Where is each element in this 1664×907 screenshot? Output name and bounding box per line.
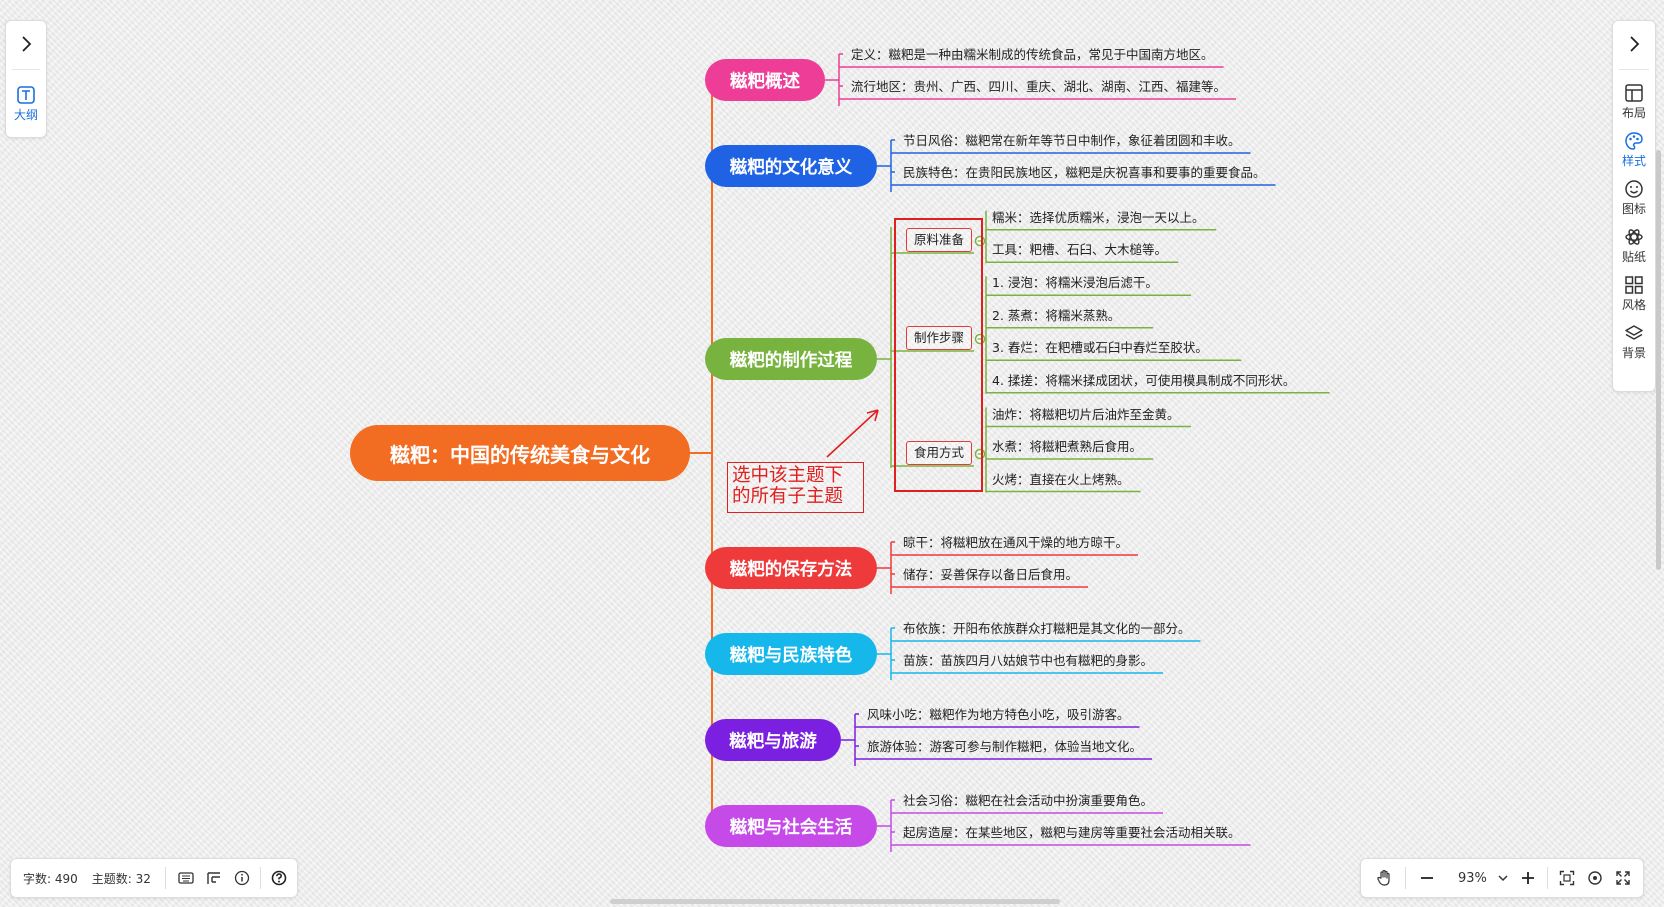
zoom-level[interactable]: 93%: [1458, 870, 1487, 886]
tool-style[interactable]: 样式: [1613, 131, 1655, 169]
leaf-topic[interactable]: 4. 揉搓：将糯米揉成团状，可使用模具制成不同形状。: [992, 372, 1296, 388]
status-separator: [259, 867, 261, 889]
leaf-topic[interactable]: 旅游体验：游客可参与制作糍粑，体验当地文化。: [867, 739, 1143, 754]
horizontal-scrollbar[interactable]: [610, 899, 1060, 904]
topic-node[interactable]: 糍粑的制作过程: [705, 338, 877, 380]
left-sidebar-toggle[interactable]: [6, 29, 46, 59]
locate-button[interactable]: [1584, 870, 1606, 886]
plus-icon: [1521, 872, 1534, 884]
smiley-icon: [1625, 180, 1643, 198]
vertical-scrollbar[interactable]: [1656, 150, 1661, 570]
left-sidebar: 大纲: [5, 20, 47, 138]
info-button[interactable]: [232, 870, 252, 886]
chevron-right-icon: [1630, 36, 1640, 52]
tool-icon[interactable]: 图标: [1613, 179, 1655, 217]
hand-icon: [1377, 869, 1390, 886]
status-bar: 字数: 490 主题数: 32: [10, 858, 298, 898]
leaf-topic[interactable]: 火烤：直接在火上烤熟。: [992, 471, 1130, 487]
status-separator: [164, 867, 166, 889]
keyboard-button[interactable]: [176, 871, 196, 885]
keyboard-icon: [178, 872, 194, 884]
outline-label: 大纲: [13, 108, 38, 122]
leaf-topic[interactable]: 工具：粑槽、石臼、大木槌等。: [992, 242, 1168, 258]
leaf-topic[interactable]: 苗族：苗族四月八姑娘节中也有糍粑的身影。: [903, 653, 1154, 668]
leaf-topic[interactable]: 起房造屋：在某些地区，糍粑与建房等重要社会活动相关联。: [903, 825, 1241, 840]
tool-layout[interactable]: 布局: [1613, 83, 1655, 121]
right-sidebar: 布局 样式 图标 贴纸 风格 背景: [1612, 20, 1656, 392]
zoom-dropdown[interactable]: [1497, 874, 1509, 882]
layers-icon: [1625, 325, 1643, 340]
text-box-icon: [17, 86, 35, 104]
palette-icon: [1625, 132, 1643, 150]
chevron-down-icon: [1498, 875, 1508, 882]
leaf-topic[interactable]: 节日风俗：糍粑常在新年等节日中制作，象征着团圆和丰收。: [903, 133, 1241, 148]
annotation-arrow-line: [826, 409, 879, 458]
topic-count: 主题数: 32: [91, 871, 151, 886]
leaf-topic[interactable]: 3. 舂烂：在粑槽或石臼中舂烂至胶状。: [992, 340, 1208, 356]
topic-node[interactable]: 糍粑的保存方法: [705, 547, 877, 589]
annotation-callout: 选中该主题下 的所有子主题: [727, 462, 864, 513]
word-count: 字数: 490: [23, 871, 78, 886]
subtopic-node[interactable]: 食用方式: [906, 441, 973, 465]
topic-node[interactable]: 糍粑与旅游: [705, 719, 841, 761]
leaf-topic[interactable]: 储存：妥善保存以备日后食用。: [903, 567, 1079, 582]
leaf-topic[interactable]: 糯米：选择优质糯米，浸泡一天以上。: [992, 209, 1205, 225]
info-icon: [234, 870, 250, 886]
zoom-in-button[interactable]: [1517, 871, 1539, 885]
structure-icon: [207, 872, 220, 884]
leaf-topic[interactable]: 民族特色：在贵阳民族地区，糍粑是庆祝喜事和要事的重要食品。: [903, 165, 1266, 180]
leaf-topic[interactable]: 风味小吃：糍粑作为地方特色小吃，吸引游客。: [867, 707, 1130, 722]
zoom-separator: [1546, 867, 1548, 889]
topic-node[interactable]: 糍粑概述: [705, 59, 825, 101]
fit-view-button[interactable]: [1556, 870, 1578, 886]
leaf-topic[interactable]: 1. 浸泡：将糯米浸泡后滤干。: [992, 275, 1158, 291]
tool-theme[interactable]: 风格: [1613, 275, 1655, 313]
leaf-topic[interactable]: 社会习俗：糍粑在社会活动中扮演重要角色。: [903, 793, 1154, 808]
target-icon: [1588, 871, 1602, 885]
leaf-topic[interactable]: 油炸：将糍粑切片后油炸至金黄。: [992, 406, 1180, 422]
leaf-topic[interactable]: 定义：糍粑是一种由糯米制成的传统食品，常见于中国南方地区。: [851, 47, 1214, 62]
selection-rectangle: [894, 218, 983, 492]
topic-node[interactable]: 糍粑与社会生活: [705, 805, 877, 847]
subtopic-node[interactable]: 原料准备: [906, 228, 973, 252]
right-sidebar-toggle[interactable]: [1613, 29, 1655, 59]
structure-button[interactable]: [204, 871, 224, 885]
leaf-topic[interactable]: 水煮：将糍粑煮熟后食用。: [992, 439, 1143, 454]
sticker-icon: [1625, 229, 1643, 245]
topic-node[interactable]: 糍粑的文化意义: [705, 145, 877, 187]
tool-background[interactable]: 背景: [1613, 323, 1655, 361]
fullscreen-button[interactable]: [1612, 870, 1634, 886]
grid-style-icon: [1625, 276, 1643, 294]
help-button[interactable]: [269, 870, 289, 886]
help-icon: [271, 870, 287, 886]
layout-icon: [1625, 84, 1643, 102]
topic-node[interactable]: 糍粑与民族特色: [705, 633, 877, 675]
chevron-right-icon: [22, 36, 32, 52]
zoom-separator: [1405, 867, 1406, 889]
tool-sticker[interactable]: 贴纸: [1613, 227, 1655, 265]
sidebar-divider: [12, 69, 40, 70]
leaf-topic[interactable]: 晾干：将糍粑放在通风干燥的地方晾干。: [903, 535, 1129, 550]
annotation-arrow-head: [866, 409, 879, 422]
zoom-out-button[interactable]: [1416, 871, 1438, 885]
leaf-topic[interactable]: 流行地区：贵州、广西、四川、重庆、湖北、湖南、江西、福建等。: [851, 79, 1227, 94]
fit-screen-icon: [1559, 870, 1575, 886]
pan-button[interactable]: [1373, 869, 1395, 887]
subtopic-node[interactable]: 制作步骤: [906, 326, 973, 350]
leaf-topic[interactable]: 2. 蒸煮：将糯米蒸熟。: [992, 307, 1121, 323]
sidebar-divider: [1619, 69, 1649, 70]
minus-icon: [1421, 877, 1433, 879]
outline-button[interactable]: 大纲: [6, 85, 46, 123]
fullscreen-icon: [1616, 871, 1630, 885]
root-topic[interactable]: 糍粑：中国的传统美食与文化: [350, 425, 690, 481]
leaf-topic[interactable]: 布依族：开阳布依族群众打糍粑是其文化的一部分。: [903, 621, 1191, 636]
zoom-toolbar: 93%: [1360, 858, 1644, 898]
